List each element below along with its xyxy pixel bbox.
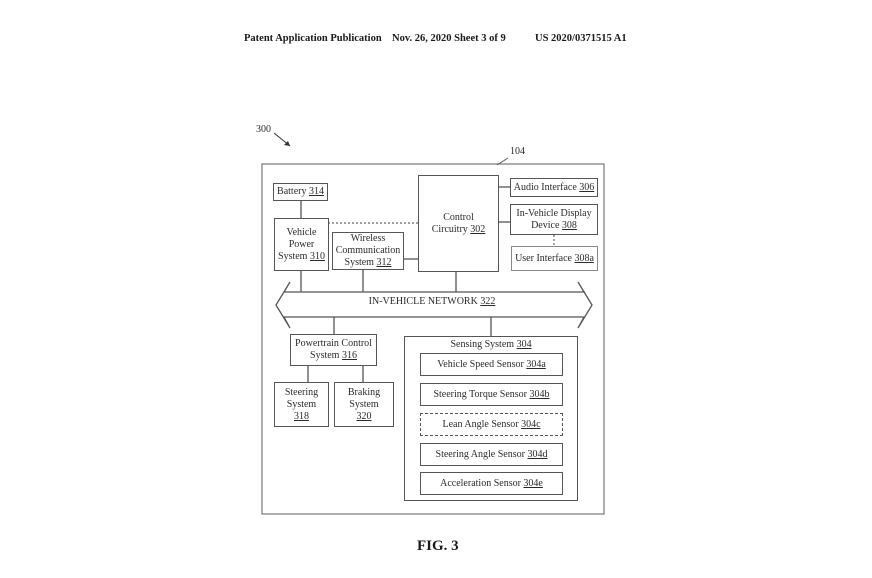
battery-block: Battery 314 xyxy=(273,183,328,201)
display-line1: In-Vehicle Display xyxy=(516,207,592,219)
steering-line2: System xyxy=(286,398,317,410)
sensor-label: Acceleration Sensor xyxy=(440,477,521,489)
steering-ref: 318 xyxy=(293,410,309,422)
wireless-line2: Communication xyxy=(335,245,401,256)
steering-line1: Steering xyxy=(284,386,319,398)
audio-ref: 306 xyxy=(579,181,595,193)
in-vehicle-network-label: IN-VEHICLE NETWORK 322 xyxy=(320,296,544,307)
wireless-line1: Wireless xyxy=(350,233,386,244)
sensor-label: Lean Angle Sensor xyxy=(442,418,519,430)
vehicle-power-ref: 310 xyxy=(309,250,325,262)
lean-angle-sensor-block: Lean Angle Sensor 304c xyxy=(420,413,563,436)
battery-label: Battery xyxy=(277,186,307,197)
sensing-ref: 304 xyxy=(516,339,532,350)
ref-300-label: 300 xyxy=(256,124,271,135)
sensing-label: Sensing System xyxy=(450,339,515,350)
sensor-label: Steering Angle Sensor xyxy=(435,448,525,460)
braking-system-block: Braking System 320 xyxy=(334,382,394,427)
display-line2: Device xyxy=(531,219,560,231)
user-interface-ref: 308a xyxy=(574,252,594,264)
powertrain-ref: 316 xyxy=(341,350,357,361)
header-date-sheet: Nov. 26, 2020 Sheet 3 of 9 xyxy=(392,33,506,44)
sensor-ref: 304e xyxy=(523,477,543,489)
control-line2: Circuitry xyxy=(431,223,468,235)
braking-line1: Braking xyxy=(347,386,381,398)
display-ref: 308 xyxy=(561,219,577,231)
network-name: IN-VEHICLE NETWORK xyxy=(368,296,478,307)
control-circuitry-block: Control Circuitry 302 xyxy=(418,175,499,272)
control-line1: Control xyxy=(443,211,474,223)
braking-line2: System xyxy=(349,398,379,410)
wireless-communication-block: Wireless Communication System 312 xyxy=(332,232,404,270)
in-vehicle-network-arrow xyxy=(275,281,593,329)
braking-ref: 320 xyxy=(356,410,372,422)
vehicle-power-line3: System xyxy=(278,250,308,262)
battery-ref: 314 xyxy=(308,186,324,197)
sensor-ref: 304a xyxy=(526,358,546,370)
powertrain-control-block: Powertrain Control System 316 xyxy=(290,334,377,366)
vehicle-power-system-block: Vehicle Power System 310 xyxy=(274,218,329,271)
vehicle-speed-sensor-block: Vehicle Speed Sensor 304a xyxy=(420,353,563,376)
sensor-label: Steering Torque Sensor xyxy=(433,388,528,400)
powertrain-line2: System xyxy=(310,350,340,361)
ref-104-label: 104 xyxy=(510,146,525,157)
ref-300-arrowhead xyxy=(284,141,290,146)
ref-104-leader xyxy=(496,157,509,166)
steering-torque-sensor-block: Steering Torque Sensor 304b xyxy=(420,383,563,406)
vehicle-power-line2: Power xyxy=(288,238,315,250)
steering-system-block: Steering System 318 xyxy=(274,382,329,427)
sensor-label: Vehicle Speed Sensor xyxy=(437,358,524,370)
network-ref: 322 xyxy=(480,296,496,307)
sensor-ref: 304d xyxy=(527,448,548,460)
header-publication: Patent Application Publication xyxy=(244,33,382,44)
control-ref: 302 xyxy=(470,223,486,235)
figure-caption: FIG. 3 xyxy=(417,538,459,554)
vehicle-power-line1: Vehicle xyxy=(286,226,317,238)
sensor-ref: 304c xyxy=(521,418,541,430)
sensing-system-title: Sensing System 304 xyxy=(404,339,578,350)
audio-label: Audio Interface xyxy=(513,181,577,193)
wireless-ref: 312 xyxy=(376,257,392,268)
audio-interface-block: Audio Interface 306 xyxy=(510,178,598,197)
acceleration-sensor-block: Acceleration Sensor 304e xyxy=(420,472,563,495)
in-vehicle-display-block: In-Vehicle Display Device 308 xyxy=(510,204,598,235)
user-interface-block: User Interface 308a xyxy=(511,246,598,271)
header-patent-number: US 2020/0371515 A1 xyxy=(535,33,627,44)
sensor-ref: 304b xyxy=(529,388,550,400)
user-interface-label: User Interface xyxy=(515,252,572,264)
steering-angle-sensor-block: Steering Angle Sensor 304d xyxy=(420,443,563,466)
powertrain-line1: Powertrain Control xyxy=(295,338,372,349)
outer-frame-104 xyxy=(261,163,605,515)
wireless-line3: System xyxy=(344,257,374,268)
